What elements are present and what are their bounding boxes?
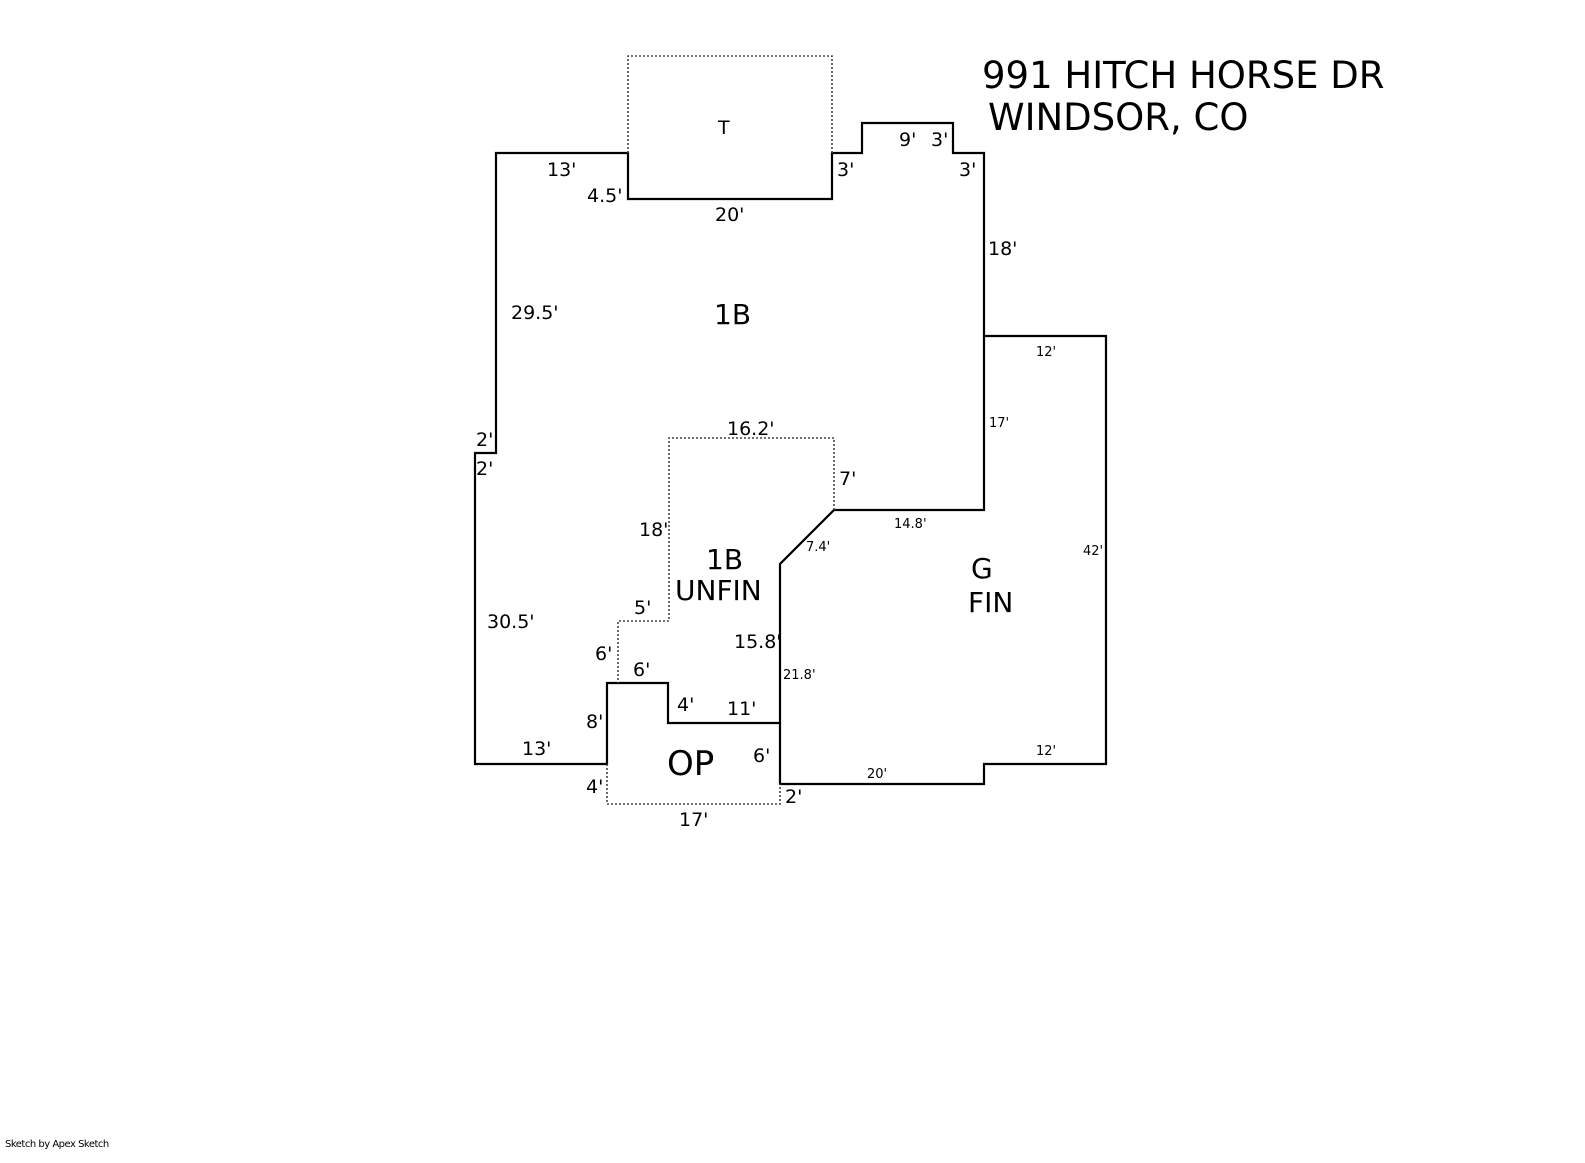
- dim-label: 14.8': [894, 517, 927, 532]
- dimension-labels: 13' 4.5' 20' 3' 9' 3' 3' 18' 29.5' 2' 2'…: [476, 129, 1103, 831]
- dim-label: 12': [1036, 744, 1056, 759]
- area-label-unfin-1: 1B: [706, 543, 743, 576]
- terrace-outline: [627, 55, 833, 153]
- dim-label: 17': [989, 416, 1009, 431]
- dim-label: 17': [679, 809, 708, 831]
- garage-outline: [778, 334, 1108, 786]
- main-floor-outline: [473, 121, 986, 766]
- dim-label: 2': [785, 786, 802, 808]
- dim-label: 3': [837, 159, 854, 181]
- dim-label: 30.5': [487, 611, 535, 633]
- address-line-1: 991 HITCH HORSE DR: [982, 54, 1384, 97]
- dim-label: 6': [633, 659, 650, 681]
- area-label-terrace: T: [717, 117, 730, 139]
- address-line-2: WINDSOR, CO: [988, 96, 1248, 139]
- dim-label: 2': [476, 458, 493, 480]
- dim-label: 4': [677, 694, 694, 716]
- dim-label: 7': [839, 468, 856, 490]
- dim-label: 5': [634, 597, 651, 619]
- dim-label: 16.2': [727, 418, 775, 440]
- dim-label: 20': [867, 767, 887, 782]
- dim-label: 11': [727, 698, 756, 720]
- dim-label: 4': [586, 776, 603, 798]
- area-label-porch: OP: [667, 744, 714, 784]
- area-label-garage-1: G: [971, 552, 993, 585]
- area-label-main: 1B: [714, 298, 751, 331]
- dim-label: 21.8': [783, 668, 816, 683]
- dim-label: 15.8': [734, 631, 782, 653]
- dim-label: 3': [931, 129, 948, 151]
- dim-label: 20': [715, 204, 744, 226]
- footer-credit: Sketch by Apex Sketch: [5, 1139, 109, 1150]
- dim-label: 3': [959, 159, 976, 181]
- dim-label: 13': [547, 159, 576, 181]
- dim-label: 2': [476, 429, 493, 451]
- dim-label: 18': [639, 519, 668, 541]
- unfinished-area-outline: [617, 437, 835, 683]
- dim-label: 29.5': [511, 302, 559, 324]
- dim-label: 6': [595, 643, 612, 665]
- dim-label: 6': [753, 745, 770, 767]
- dim-label: 9': [899, 129, 916, 151]
- porch-outline: [606, 764, 781, 805]
- dim-label: 42': [1083, 544, 1103, 559]
- dim-label: 4.5': [587, 185, 622, 207]
- dim-label: 18': [988, 238, 1017, 260]
- area-label-garage-2: FIN: [968, 586, 1013, 619]
- dim-label: 8': [586, 711, 603, 733]
- dim-label: 13': [522, 738, 551, 760]
- dim-label: 7.4': [806, 540, 830, 555]
- area-label-unfin-2: UNFIN: [675, 574, 762, 607]
- dim-label: 12': [1036, 345, 1056, 360]
